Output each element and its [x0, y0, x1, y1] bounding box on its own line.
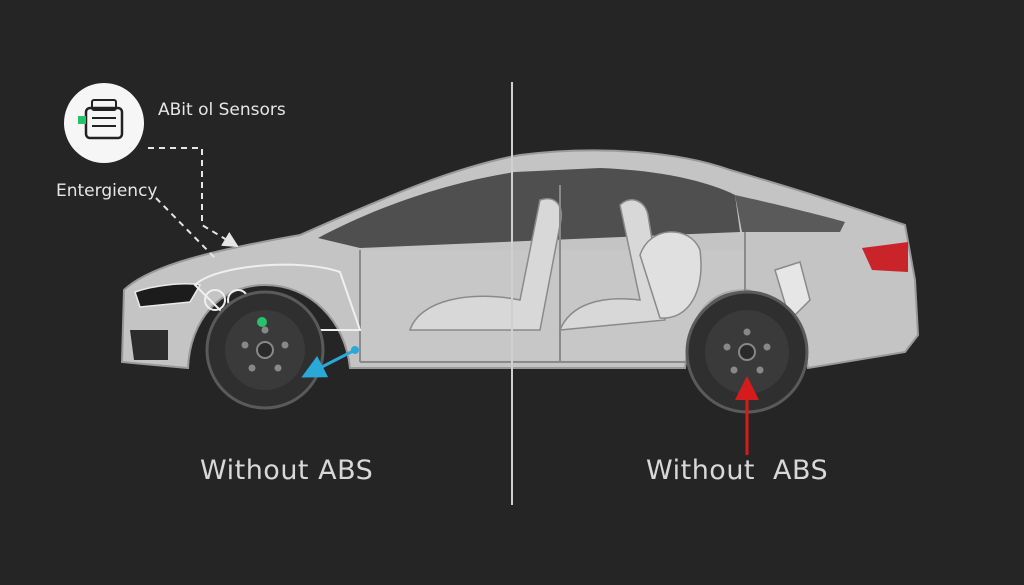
front-grille: [130, 330, 168, 360]
abs-sensor-icon: [64, 83, 144, 163]
sensors-dashed-arrow: [148, 147, 239, 248]
rear-mechanism: [774, 261, 811, 322]
emergency-dashed-arrow: [155, 197, 216, 259]
right-caption: Without ABS: [646, 455, 828, 486]
right-caption-word1: Without: [646, 455, 756, 486]
rear-seat: [558, 199, 666, 331]
left-caption: Without ABS: [200, 455, 374, 486]
rear-wheel: [685, 290, 809, 414]
front-wheel: [205, 290, 325, 410]
tail-light: [862, 242, 908, 272]
front-mechanism: [193, 263, 362, 331]
headlight: [134, 283, 202, 308]
blue-arrow: [301, 348, 356, 378]
rear-headrest: [639, 231, 702, 319]
front-seat: [408, 198, 562, 331]
sensors-label: ABit ol Sensors: [158, 100, 286, 120]
right-caption-word2: ABS: [773, 455, 829, 486]
rear-window: [735, 195, 845, 232]
emergency-label: Entergiency: [56, 181, 158, 201]
